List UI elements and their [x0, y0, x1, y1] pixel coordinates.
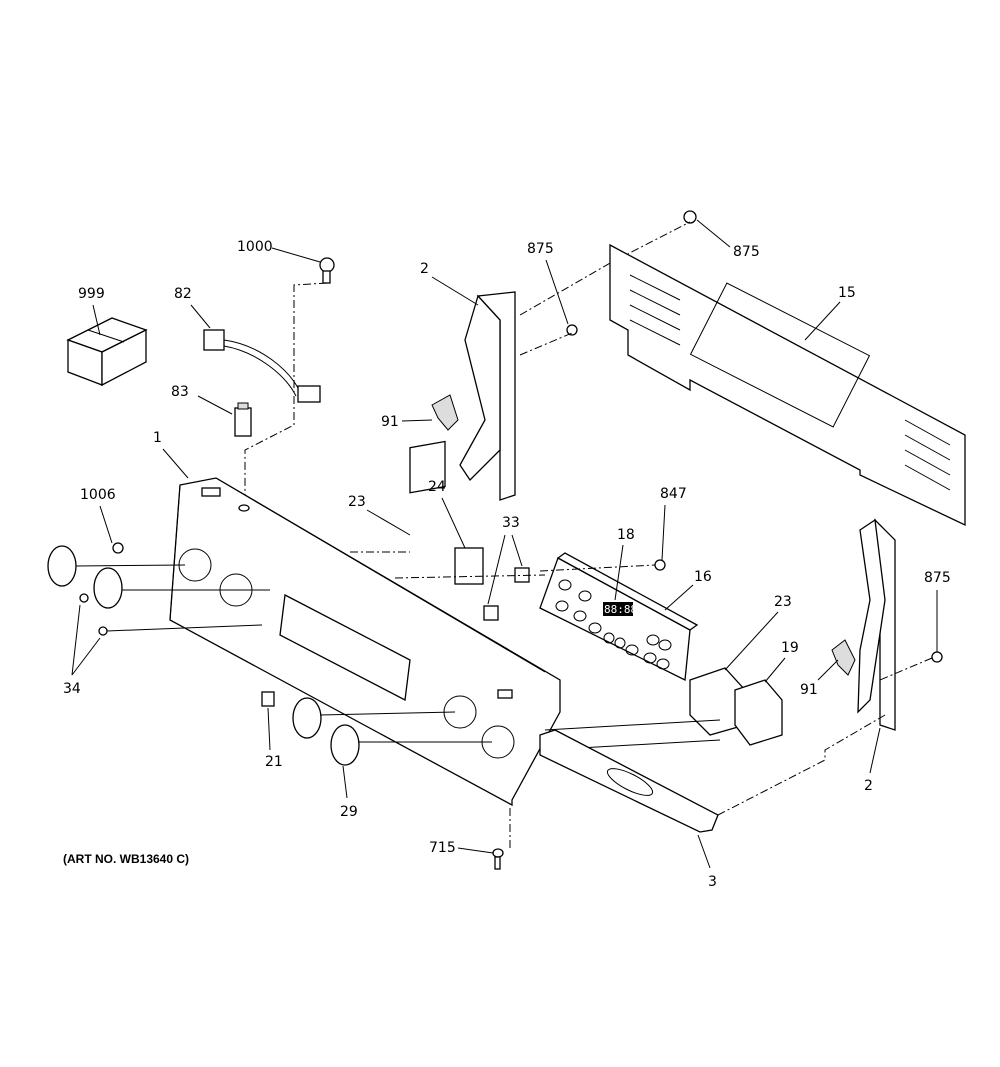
callout-1006: 1006 [80, 487, 116, 503]
part-715-screw [492, 848, 504, 870]
part-91-bracket-left [431, 394, 459, 431]
part-91-bracket-right [831, 639, 856, 676]
part-1-control-panel [169, 477, 561, 807]
callout-29: 29 [340, 804, 358, 820]
callout-875-c: 875 [924, 570, 951, 586]
part-2-end-cap-right [857, 518, 896, 731]
callout-91-left: 91 [381, 414, 399, 430]
callout-34: 34 [63, 681, 81, 697]
part-2-end-cap-left [459, 291, 516, 501]
callout-2-right: 2 [864, 778, 873, 794]
callout-999: 999 [78, 286, 105, 302]
callout-1: 1 [153, 430, 162, 446]
callout-2-left: 2 [420, 261, 429, 277]
callout-16: 16 [694, 569, 712, 585]
callout-33: 33 [502, 515, 520, 531]
part-19-switch [734, 679, 783, 746]
callout-875-a: 875 [527, 241, 554, 257]
part-23-switch-left [409, 440, 446, 494]
callout-19: 19 [781, 640, 799, 656]
part-16-control-board: 88:88 [539, 552, 699, 682]
leader-lines [71, 219, 938, 869]
callout-875-b: 875 [733, 244, 760, 260]
callout-91-right: 91 [800, 682, 818, 698]
part-82-wire-harness [203, 329, 321, 403]
callout-labels: 1000 999 82 83 1 1006 34 2 91 875 875 15… [63, 239, 951, 890]
callout-847: 847 [660, 486, 687, 502]
callout-23-right: 23 [774, 594, 792, 610]
knobs [47, 542, 360, 766]
callout-18: 18 [617, 527, 635, 543]
part-83-switch [234, 402, 252, 437]
callout-82: 82 [174, 286, 192, 302]
callout-1000: 1000 [237, 239, 273, 255]
callout-15: 15 [838, 285, 856, 301]
display-digits: 88:88 [604, 603, 637, 616]
callout-3: 3 [708, 874, 717, 890]
part-1000-screw [319, 257, 335, 284]
callout-21: 21 [265, 754, 283, 770]
callout-715: 715 [429, 840, 456, 856]
part-15-rear-panel [609, 243, 966, 527]
art-number: (ART NO. WB13640 C) [63, 852, 189, 866]
part-999-box [66, 317, 148, 387]
callout-83: 83 [171, 384, 189, 400]
callout-23-left: 23 [348, 494, 366, 510]
part-3-trim-strip [539, 729, 719, 833]
part-18-display [603, 602, 633, 616]
part-24-switch [454, 547, 484, 585]
part-33-switches [483, 567, 530, 621]
callout-24: 24 [428, 479, 446, 495]
